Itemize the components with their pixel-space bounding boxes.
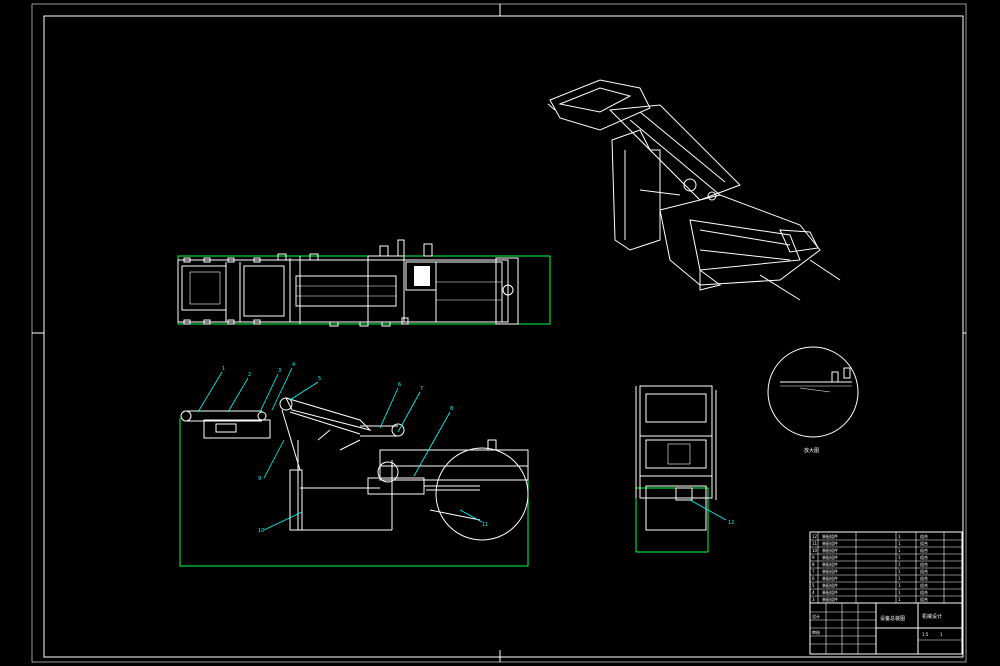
plan-view — [177, 239, 551, 327]
school-name: 机械设计 — [922, 613, 942, 620]
bom-no: 12 — [812, 534, 818, 539]
bom-mat: 组合 — [920, 533, 928, 539]
bom-mat: 组合 — [920, 554, 928, 560]
bom-no: 4 — [812, 590, 815, 595]
bom-qty: 1 — [898, 576, 901, 581]
bom-mat: 组合 — [920, 561, 928, 567]
bom-mat: 组合 — [920, 582, 928, 588]
front-elevation: 1 2 3 4 5 6 7 8 9 10 11 — [179, 362, 529, 567]
plan-view-frame — [177, 255, 551, 325]
bom-name: 装配组件 — [822, 589, 838, 595]
bom-no: 11 — [812, 541, 818, 546]
side-view: 12 — [635, 385, 734, 553]
bom-rows: 12 装配组件 1 组合 11 装配组件 1 组合 10 装配组件 1 组合 9… — [812, 533, 928, 602]
bom-no: 8 — [812, 562, 815, 567]
bom-no: 5 — [812, 583, 815, 588]
bom-name: 装配组件 — [822, 533, 838, 539]
side-view-frame — [635, 487, 709, 553]
bom-name: 装配组件 — [822, 554, 838, 560]
part-label-5: 5 — [318, 376, 321, 382]
scale-value: 1:5 — [922, 632, 929, 637]
bom-no: 9 — [812, 555, 815, 560]
elevation-frame — [179, 418, 529, 567]
part-label-12: 12 — [728, 520, 734, 526]
part-label-11: 11 — [482, 522, 488, 528]
part-label-6: 6 — [398, 382, 401, 388]
bom-qty: 1 — [898, 583, 901, 588]
bom-no: 10 — [812, 548, 818, 553]
bom-mat: 组合 — [920, 596, 928, 602]
bom-mat: 组合 — [920, 589, 928, 595]
bom-name: 装配组件 — [822, 582, 838, 588]
detail-label: 放大图 — [804, 447, 819, 454]
bom-qty: 1 — [898, 597, 901, 602]
bom-qty: 1 — [898, 562, 901, 567]
bom-no: 6 — [812, 576, 815, 581]
bom-name: 装配组件 — [822, 540, 838, 546]
bom-qty: 1 — [898, 548, 901, 553]
bom-no: 3 — [812, 597, 815, 602]
part-label-8: 8 — [450, 406, 453, 412]
part-number-labels: 1 2 3 4 5 6 7 8 9 10 11 — [222, 362, 488, 534]
bom-name: 装配组件 — [822, 568, 838, 574]
bom-qty: 1 — [898, 541, 901, 546]
part-label-3: 3 — [278, 368, 281, 374]
bom-name: 装配组件 — [822, 561, 838, 567]
sheet-border — [31, 3, 967, 663]
bom-mat: 组合 — [920, 575, 928, 581]
isometric-view — [547, 79, 841, 301]
bom-qty: 1 — [898, 569, 901, 574]
part-label-10: 10 — [258, 528, 264, 534]
part-label-1: 1 — [222, 366, 225, 372]
detail-view: 放大图 — [767, 346, 859, 454]
checker-label: 审核 — [812, 629, 820, 635]
leader-lines — [197, 367, 483, 531]
bom-no: 7 — [812, 569, 815, 574]
part-label-9: 9 — [258, 476, 261, 482]
part-label-2: 2 — [248, 372, 251, 378]
designer-label: 设计 — [812, 613, 820, 619]
bom-qty: 1 — [898, 534, 901, 539]
bom-mat: 组合 — [920, 540, 928, 546]
drawing-name: 设备总装图 — [880, 615, 905, 622]
part-label-4: 4 — [292, 362, 295, 368]
bom-name: 装配组件 — [822, 596, 838, 602]
title-block: 12 装配组件 1 组合 11 装配组件 1 组合 10 装配组件 1 组合 9… — [809, 531, 963, 655]
bom-name: 装配组件 — [822, 547, 838, 553]
bom-qty: 1 — [898, 555, 901, 560]
bom-mat: 组合 — [920, 568, 928, 574]
bom-qty: 1 — [898, 590, 901, 595]
sheet-number: 1 — [940, 632, 943, 637]
bom-name: 装配组件 — [822, 575, 838, 581]
part-label-7: 7 — [420, 386, 423, 392]
bom-mat: 组合 — [920, 547, 928, 553]
